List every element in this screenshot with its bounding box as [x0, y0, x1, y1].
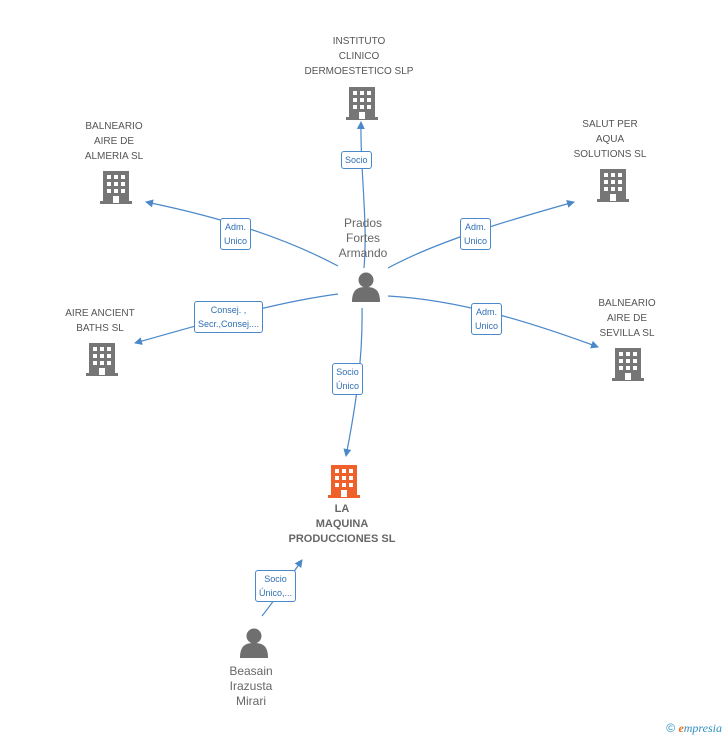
- role-badge-almeria[interactable]: Adm.Unico: [220, 218, 252, 250]
- role-badge-salut[interactable]: Adm.Unico: [460, 218, 492, 250]
- building-icon-almeria[interactable]: [100, 171, 132, 204]
- person-icon-center[interactable]: [352, 272, 380, 303]
- copyright-brand: © empresia: [666, 721, 722, 736]
- brand-name: mpresia: [683, 721, 722, 735]
- building-icon-ancient[interactable]: [86, 343, 118, 376]
- copyright-icon: ©: [666, 721, 676, 735]
- person-icon-second[interactable]: [240, 628, 268, 659]
- role-badge-instituto[interactable]: Socio: [341, 151, 372, 169]
- building-icon-sevilla[interactable]: [612, 348, 644, 381]
- role-badge-sevilla[interactable]: Adm.Unico: [471, 303, 503, 335]
- building-icon-main[interactable]: [328, 465, 360, 498]
- building-icon-salut[interactable]: [597, 169, 629, 202]
- brand-initial: e: [678, 721, 684, 735]
- role-badge-ancient[interactable]: Consej. ,Secr.,Consej....: [194, 301, 264, 333]
- building-icon-instituto[interactable]: [346, 87, 378, 120]
- edge-instituto: [356, 121, 366, 269]
